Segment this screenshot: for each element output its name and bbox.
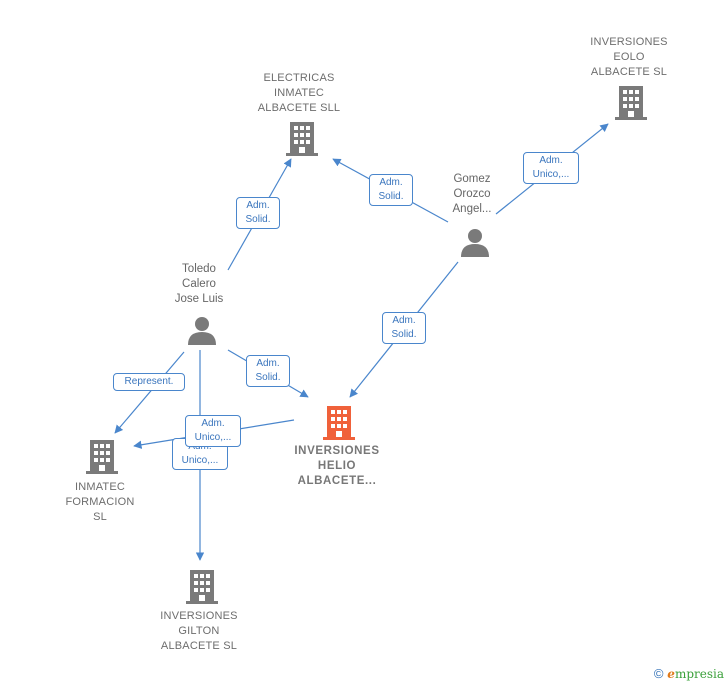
edge-label-toledo-inmatec[interactable]: Represent. <box>113 373 185 391</box>
copyright-symbol: © <box>653 666 664 681</box>
edge-label-helio-inmatec[interactable]: Adm. Unico,... <box>185 415 241 447</box>
node-label-eolo[interactable]: INVERSIONES EOLO ALBACETE SL <box>590 36 668 78</box>
copyright-mark: © empresia <box>654 666 724 681</box>
edge-label-gomez-eolo[interactable]: Adm. Unico,... <box>523 152 579 184</box>
node-label-gomez[interactable]: Gomez Orozco Angel... <box>452 173 492 215</box>
building-icon[interactable] <box>615 86 647 120</box>
building-icon[interactable] <box>86 440 118 474</box>
node-label-toledo[interactable]: Toledo Calero Jose Luis <box>174 263 224 305</box>
edge-label-gomez-electricas[interactable]: Adm. Solid. <box>369 174 413 206</box>
building-icon[interactable] <box>286 122 318 156</box>
edge-toledo-inmatec <box>114 351 185 434</box>
node-label-gilton[interactable]: INVERSIONES GILTON ALBACETE SL <box>160 610 238 652</box>
person-icon[interactable] <box>459 227 491 257</box>
person-icon[interactable] <box>186 315 218 345</box>
building-icon[interactable] <box>186 570 218 604</box>
building-icon-main[interactable] <box>323 406 355 440</box>
brand-logo-text: mpresia <box>674 667 724 681</box>
brand-logo-initial: e <box>667 667 675 681</box>
edge-label-toledo-helio[interactable]: Adm. Solid. <box>246 355 290 387</box>
node-label-helio[interactable]: INVERSIONES HELIO ALBACETE... <box>294 445 380 487</box>
node-label-electricas[interactable]: ELECTRICAS INMATEC ALBACETE SLL <box>257 72 341 114</box>
edge-label-gomez-helio[interactable]: Adm. Solid. <box>382 312 426 344</box>
node-label-inmatec-formacion[interactable]: INMATEC FORMACION SL <box>65 481 135 523</box>
edge-label-toledo-electricas[interactable]: Adm. Solid. <box>236 197 280 229</box>
